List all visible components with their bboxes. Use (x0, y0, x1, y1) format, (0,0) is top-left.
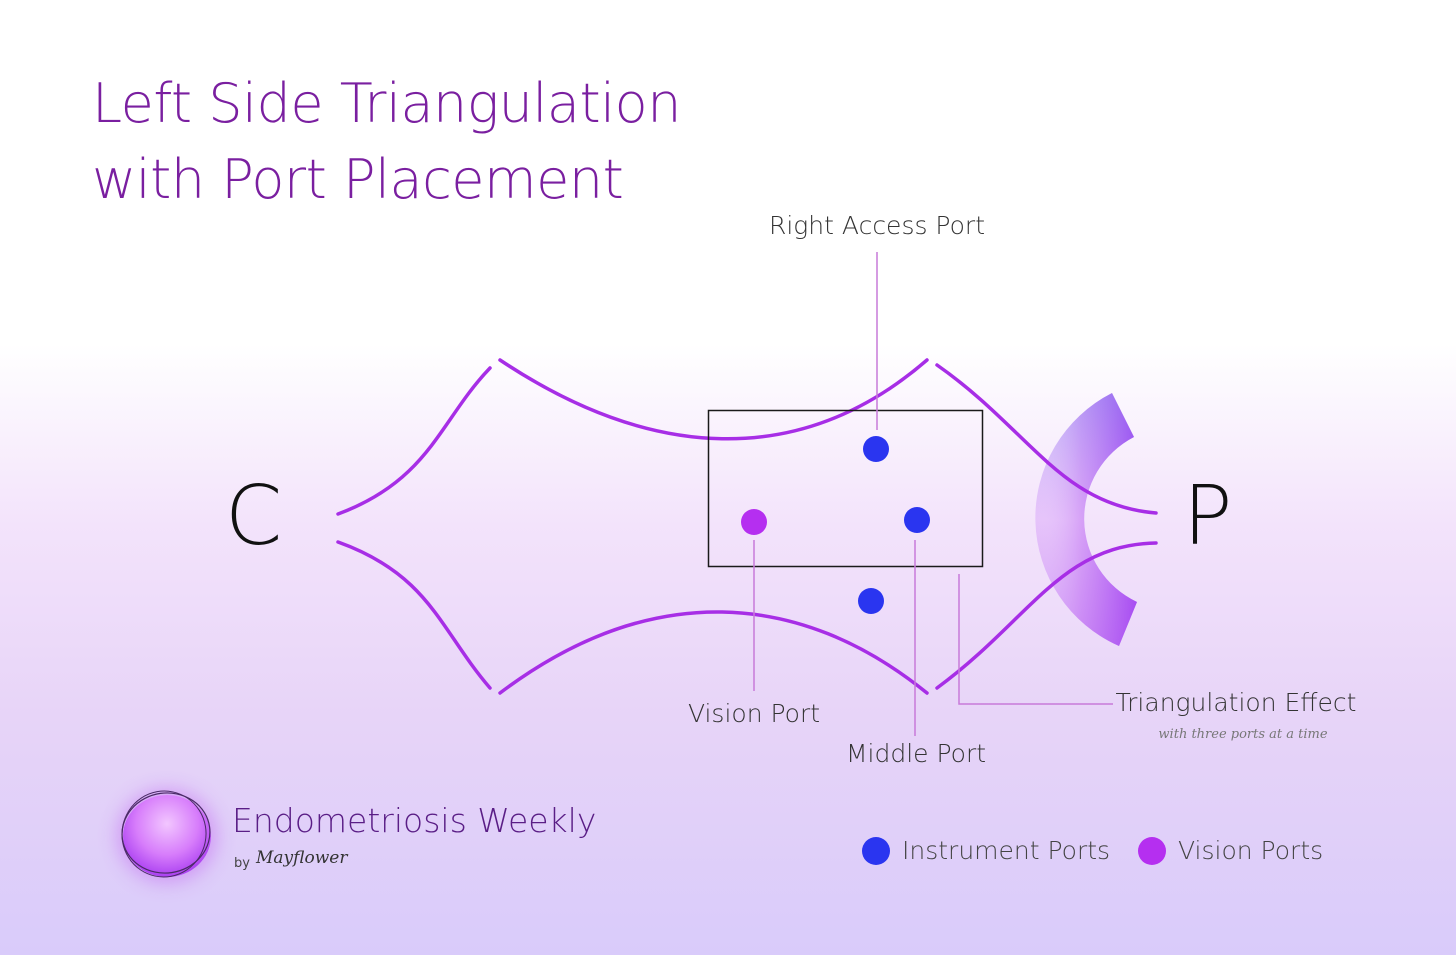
label-triangulation-note: with three ports at a time (1158, 727, 1328, 742)
end-label-p: P (1183, 469, 1233, 564)
instrument-port-middle (904, 507, 930, 533)
title-line-2: with Port Placement (92, 148, 624, 211)
brand-partner-mayflower: Mayflower (256, 848, 348, 868)
curve-left-upper (336, 366, 492, 516)
label-middle-port: Middle Port (845, 739, 987, 768)
page-title: Left Side Triangulation with Port Placem… (92, 66, 681, 218)
triangulation-arc-overlay (1035, 393, 1137, 646)
vision-port-dot-icon (1138, 836, 1166, 865)
vision-port (741, 509, 767, 535)
label-right-access-port: Right Access Port (768, 211, 986, 240)
brand-name: Endometriosis Weekly (232, 801, 597, 840)
instrument-port-top (863, 436, 889, 462)
triangulation-box (707, 409, 984, 568)
legend-vision-label: Vision Ports (1178, 836, 1324, 865)
brand-logo-orb (123, 795, 211, 877)
title-line-1: Left Side Triangulation (92, 72, 681, 135)
brand-logo-ring-icon (121, 790, 211, 878)
instrument-port-bottom (858, 588, 884, 614)
cavity-curves (336, 358, 1158, 695)
curve-right-upper (935, 363, 1158, 515)
curve-right-lower (935, 541, 1158, 690)
callout-triangulation (958, 574, 1113, 705)
legend-vision-ports: Vision Ports (1138, 836, 1323, 865)
legend-instrument-ports: Instrument Ports (862, 836, 1110, 865)
label-triangulation-effect: Triangulation Effect (1115, 688, 1357, 717)
end-label-c: C (225, 469, 283, 564)
label-vision-port: Vision Port (687, 699, 821, 728)
curve-bottom (498, 610, 929, 695)
brand-by: by (234, 856, 250, 871)
curve-left-lower (336, 540, 492, 690)
legend-instrument-label: Instrument Ports (902, 836, 1111, 865)
curve-top (498, 358, 929, 441)
instrument-port-dot-icon (862, 836, 890, 865)
